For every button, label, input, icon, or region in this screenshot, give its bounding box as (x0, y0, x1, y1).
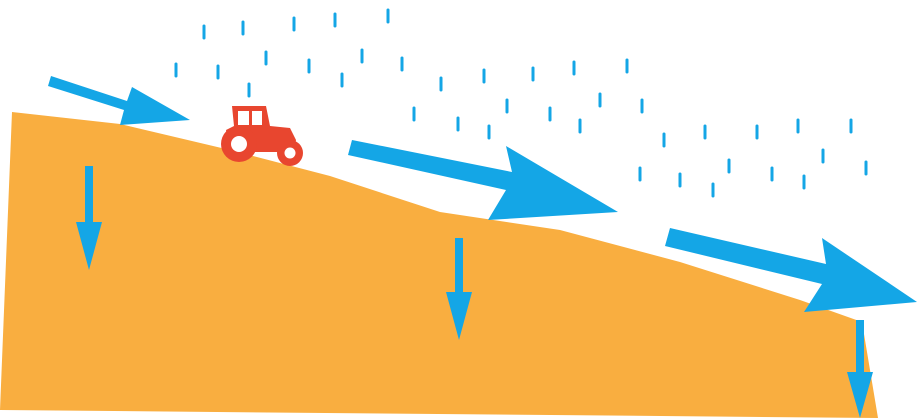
tractor-icon (221, 106, 303, 166)
runoff-arrow-icon (48, 76, 190, 125)
